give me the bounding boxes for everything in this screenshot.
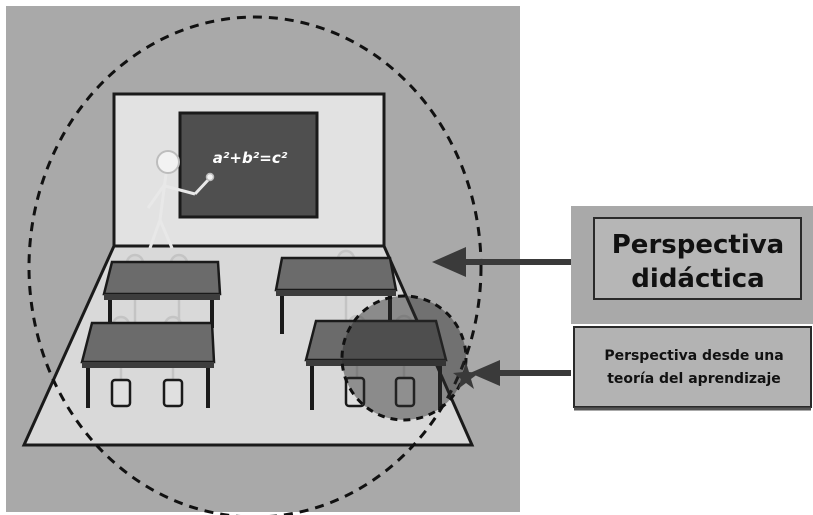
blackboard-equation: a²+b²=c² [213, 149, 288, 167]
star-marker [453, 362, 479, 389]
learning-label-line2: teoría del aprendizaje [607, 371, 781, 387]
arrow-to-ellipse [432, 247, 590, 277]
desk-front-right [304, 319, 448, 410]
desk-back-left [102, 260, 222, 328]
teacher-figure [146, 150, 215, 249]
learning-dashed-circle [340, 294, 468, 422]
didactic-dashed-ellipse [27, 15, 483, 515]
learning-label-box [573, 326, 812, 408]
desk-front-left [80, 321, 216, 408]
didactic-label-line1: Perspectiva [612, 230, 784, 260]
didactic-label-box [593, 217, 802, 300]
didactic-label-line2: didáctica [631, 264, 764, 294]
blackboard [178, 111, 319, 219]
desk-back-right [274, 256, 398, 334]
learning-label-line1: Perspectiva desde una [604, 348, 783, 364]
